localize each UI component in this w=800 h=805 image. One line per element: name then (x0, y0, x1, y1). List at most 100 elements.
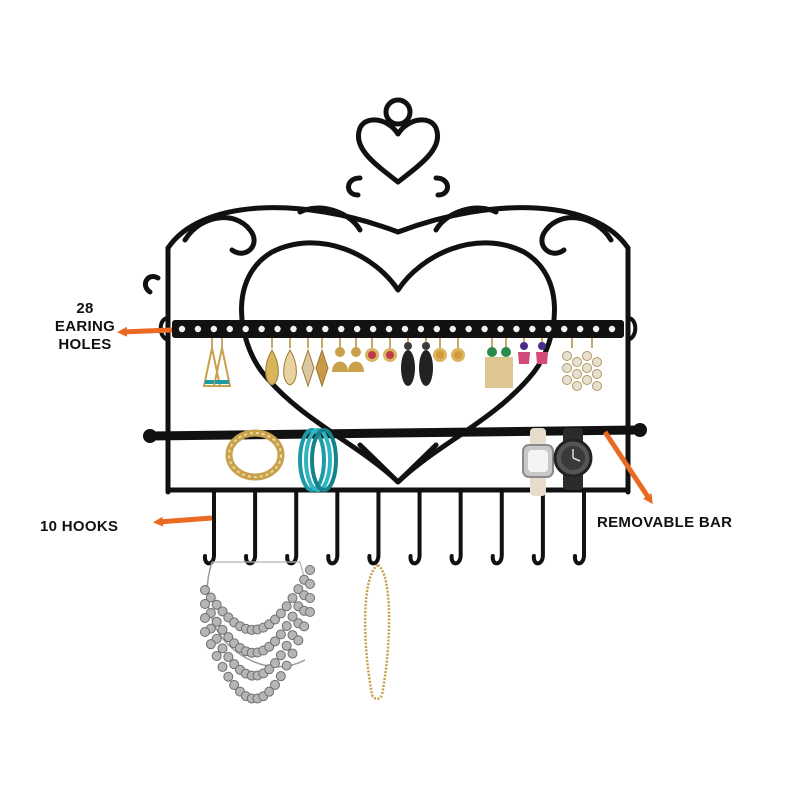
necklace-bead (223, 671, 234, 682)
necklace-bead (200, 627, 210, 637)
hook (202, 488, 216, 566)
necklace-bead (275, 671, 286, 682)
necklace-bead (223, 632, 234, 643)
hook-row (202, 488, 586, 566)
hook (572, 488, 586, 566)
earring-hole (274, 325, 281, 333)
earring (332, 338, 348, 372)
necklace-bead (293, 635, 304, 646)
necklace-bead (305, 593, 315, 603)
earring (265, 338, 279, 386)
necklace-bead (270, 614, 280, 625)
right-arch (395, 205, 631, 251)
hook (490, 488, 504, 566)
earring-hole (369, 325, 377, 333)
earring-hole (545, 325, 552, 333)
earring (401, 338, 415, 386)
necklace-bead (299, 621, 310, 632)
earring-hole (417, 325, 425, 333)
earring-hole (513, 325, 520, 333)
necklace-bead (211, 650, 222, 661)
hook (531, 488, 545, 566)
necklace-bead (217, 661, 228, 672)
arrow-earring-holes (117, 326, 173, 337)
hook (326, 488, 340, 566)
bar-end-right (633, 423, 647, 437)
hanging-ring (383, 97, 413, 127)
hook (367, 488, 381, 566)
necklace-bead (217, 643, 228, 654)
necklace-bead (281, 621, 292, 632)
necklace-bead (281, 640, 292, 651)
earring (301, 338, 315, 388)
hook (408, 488, 422, 566)
necklace-bead (305, 579, 315, 589)
necklace-bead (200, 599, 210, 609)
necklace-bead (270, 658, 280, 669)
earring (433, 338, 447, 362)
necklace-bead (211, 616, 222, 627)
watch-black (553, 428, 593, 490)
necklace-bead (275, 629, 286, 640)
removable-bar (143, 423, 647, 443)
earring-bar (158, 316, 638, 342)
earring-collection (202, 338, 602, 391)
annotation-arrows (117, 326, 653, 527)
silver-necklace (200, 561, 315, 704)
earring (315, 338, 329, 388)
earring-hole (290, 325, 297, 333)
necklace-bead (305, 607, 315, 617)
gold-bracelet (225, 429, 285, 481)
necklace-bead (217, 624, 228, 635)
earring-hole (529, 325, 536, 333)
necklace-bead (287, 611, 298, 622)
earring-hole (592, 325, 600, 333)
arrow-hooks (153, 515, 213, 527)
earring (562, 338, 582, 391)
necklace-bead (293, 584, 304, 595)
turquoise-bangles (298, 428, 338, 492)
earring (283, 338, 297, 386)
necklace-bead (200, 585, 210, 595)
earring-holes-word2: HOLES (58, 336, 112, 353)
earring-hole (353, 325, 361, 333)
necklace-bead (200, 613, 210, 623)
earring-hole (401, 325, 409, 333)
hook (449, 488, 463, 566)
necklace-bead (287, 593, 298, 604)
organizer-frame (143, 97, 631, 495)
hooks-label: 10 HOOKS (40, 518, 119, 535)
earring (582, 338, 602, 391)
earring-hole (433, 325, 441, 333)
gold-chain (363, 563, 391, 700)
earring (348, 338, 364, 372)
top-heart (355, 117, 441, 185)
earring-hole (306, 325, 313, 333)
earring (212, 338, 232, 387)
arrow-removable-bar (602, 430, 653, 505)
earring-hole (561, 325, 568, 333)
necklace-bead (229, 680, 240, 691)
necklace-bead (270, 636, 280, 647)
necklace-bead (281, 601, 292, 612)
hook (244, 488, 258, 566)
earring-hole (497, 325, 504, 333)
left-arch (165, 205, 401, 251)
earring-hole (194, 325, 202, 333)
earring-hole (242, 325, 249, 333)
necklace-bead (205, 592, 216, 603)
earring-hole (449, 325, 456, 333)
earring-holes-count: 28 (76, 300, 94, 317)
earring-hole (385, 325, 393, 333)
necklace-bead (305, 565, 315, 575)
earring-hole (258, 325, 265, 333)
earring-holes-word: EARING (54, 318, 116, 335)
earring-hole (608, 325, 616, 333)
bar-end-left (143, 429, 157, 443)
removable-bar-label: REMOVABLE BAR (597, 514, 733, 531)
earring (536, 338, 548, 364)
necklace-bead (275, 650, 286, 661)
earring-hole (210, 325, 218, 333)
